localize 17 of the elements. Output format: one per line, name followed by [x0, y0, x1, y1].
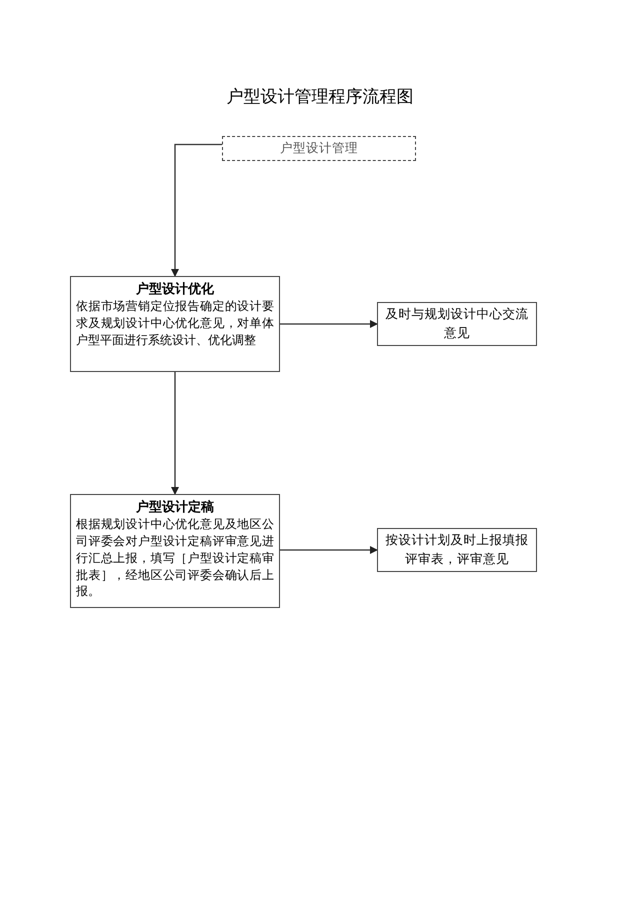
box-heading: 户型设计定稿: [135, 498, 215, 516]
arrow: [171, 372, 179, 495]
diagram-title: 户型设计管理程序流程图: [226, 86, 414, 108]
box-text: 根据规划设计中心优化意见及地区公司评委会对户型设计定稿评审意见进行汇总上报，填写［户型设计定稿审批表］，经地区公司评委会确认后上报。: [76, 516, 274, 600]
process-box: [222, 136, 416, 161]
arrow: [280, 546, 378, 554]
process-box: [377, 528, 537, 572]
process-box: [70, 494, 280, 608]
box-text: 依据市场营销定位报告确定的设计要求及规划设计中心优化意见，对单体户型平面进行系统设计、优化调整: [76, 298, 274, 349]
box-text: 户型设计管理: [279, 140, 359, 158]
process-box: [70, 276, 280, 372]
arrow: [171, 144, 222, 277]
box-heading: 户型设计优化: [135, 280, 215, 298]
process-box: [377, 302, 537, 346]
box-text: 及时与规划设计中心交流意见: [384, 306, 530, 342]
box-text: 按设计计划及时上报填报评审表，评审意见: [384, 532, 530, 568]
arrow: [280, 320, 378, 328]
